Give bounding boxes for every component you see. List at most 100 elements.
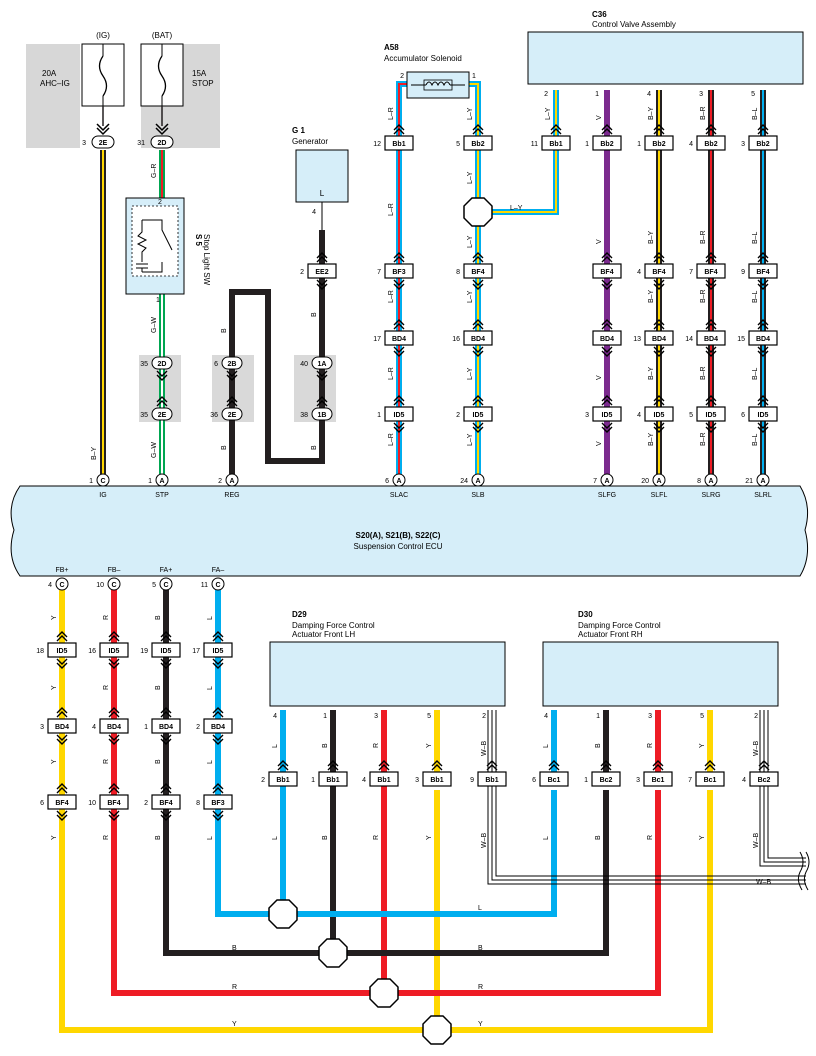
svg-text:1A: 1A	[318, 361, 327, 368]
svg-text:2: 2	[300, 269, 304, 276]
svg-text:Bc1: Bc1	[548, 777, 561, 784]
wire-label: B	[155, 835, 162, 840]
svg-text:BF4: BF4	[600, 269, 613, 276]
svg-text:7: 7	[688, 777, 692, 784]
svg-text:4: 4	[637, 412, 641, 419]
wire-label: G–R	[151, 164, 158, 178]
svg-text:BD4: BD4	[704, 336, 718, 343]
wire-label: V	[596, 441, 603, 446]
accumulator-solenoid: A58 Accumulator Solenoid 2 1	[384, 43, 476, 99]
svg-text:ID5: ID5	[758, 412, 769, 419]
svg-text:BF4: BF4	[159, 800, 172, 807]
svg-text:A: A	[760, 478, 765, 485]
fuse-ig-rating: 20A	[42, 69, 57, 78]
svg-text:BF4: BF4	[704, 269, 717, 276]
wire-label: L	[207, 760, 214, 764]
svg-text:A: A	[396, 478, 401, 485]
svg-text:BF3: BF3	[392, 269, 405, 276]
svg-text:A: A	[604, 478, 609, 485]
svg-text:7: 7	[377, 269, 381, 276]
wire-l-fa-minus	[215, 590, 557, 917]
wire-label: Y	[699, 743, 706, 748]
svg-text:Bb2: Bb2	[756, 141, 769, 148]
wire-label: L	[272, 744, 279, 748]
wire-label: B–R	[700, 230, 707, 244]
svg-text:3: 3	[585, 412, 589, 419]
svg-text:19: 19	[140, 648, 148, 655]
wire-label: L–Y	[467, 290, 474, 303]
svg-text:5: 5	[689, 412, 693, 419]
svg-text:Bb1: Bb1	[485, 777, 498, 784]
svg-text:4: 4	[689, 141, 693, 148]
svg-text:Damping Force Control: Damping Force Control	[578, 621, 661, 630]
control-valve-assembly: C36 Control Valve Assembly	[527, 10, 804, 85]
actuator-front-lh: D29 Damping Force Control Actuator Front…	[269, 610, 506, 707]
svg-text:1: 1	[144, 724, 148, 731]
svg-text:ID5: ID5	[473, 412, 484, 419]
wire-label: L–R	[388, 290, 395, 303]
wire-label: L	[478, 905, 482, 912]
svg-text:1: 1	[637, 141, 641, 148]
svg-text:A: A	[708, 478, 713, 485]
wire-label: Y	[478, 1021, 483, 1028]
svg-text:38: 38	[300, 412, 308, 419]
svg-text:1B: 1B	[318, 412, 327, 419]
conn-2d-bat: 2D 31	[137, 123, 174, 149]
splice-points	[268, 197, 493, 1045]
svg-text:BF4: BF4	[652, 269, 665, 276]
actuator-pin: 1	[323, 713, 327, 720]
svg-text:SLAC: SLAC	[390, 492, 408, 499]
conn-bb2-by: Bb2 1	[637, 124, 674, 151]
svg-text:BF3: BF3	[211, 800, 224, 807]
svg-text:2: 2	[261, 777, 265, 784]
wire-label: Y	[51, 615, 58, 620]
svg-text:BD4: BD4	[756, 336, 770, 343]
wire-label: L–R	[388, 433, 395, 446]
wire-label: B	[322, 835, 329, 840]
svg-text:A: A	[159, 478, 164, 485]
fuse-bat-rating: 15A	[192, 69, 207, 78]
svg-text:FA+: FA+	[160, 567, 173, 574]
svg-text:Bc1: Bc1	[652, 777, 665, 784]
svg-text:8: 8	[456, 269, 460, 276]
svg-text:C36: C36	[592, 10, 607, 19]
wire-label: Y	[51, 835, 58, 840]
svg-text:Bb2: Bb2	[652, 141, 665, 148]
svg-text:2E: 2E	[99, 140, 108, 147]
wire-label: B	[322, 743, 329, 748]
svg-text:D30: D30	[578, 610, 593, 619]
svg-text:9: 9	[741, 269, 745, 276]
wire-label: B–R	[700, 366, 707, 380]
svg-text:3: 3	[636, 777, 640, 784]
svg-text:IG: IG	[99, 492, 106, 499]
svg-text:6: 6	[40, 800, 44, 807]
wire-label: L–R	[388, 203, 395, 216]
svg-text:9: 9	[470, 777, 474, 784]
cva-pin: 1	[595, 91, 599, 98]
cva-pin: 3	[699, 91, 703, 98]
wire-label: L–Y	[510, 205, 523, 212]
actuator-pin: 1	[596, 713, 600, 720]
svg-text:Bb1: Bb1	[326, 777, 339, 784]
svg-text:Bb1: Bb1	[549, 141, 562, 148]
wire-label: L–Y	[467, 171, 474, 184]
svg-text:Bb1: Bb1	[377, 777, 390, 784]
conn-2b: 2B6	[214, 356, 243, 381]
wire-label: L–Y	[467, 433, 474, 446]
svg-text:8: 8	[697, 478, 701, 485]
